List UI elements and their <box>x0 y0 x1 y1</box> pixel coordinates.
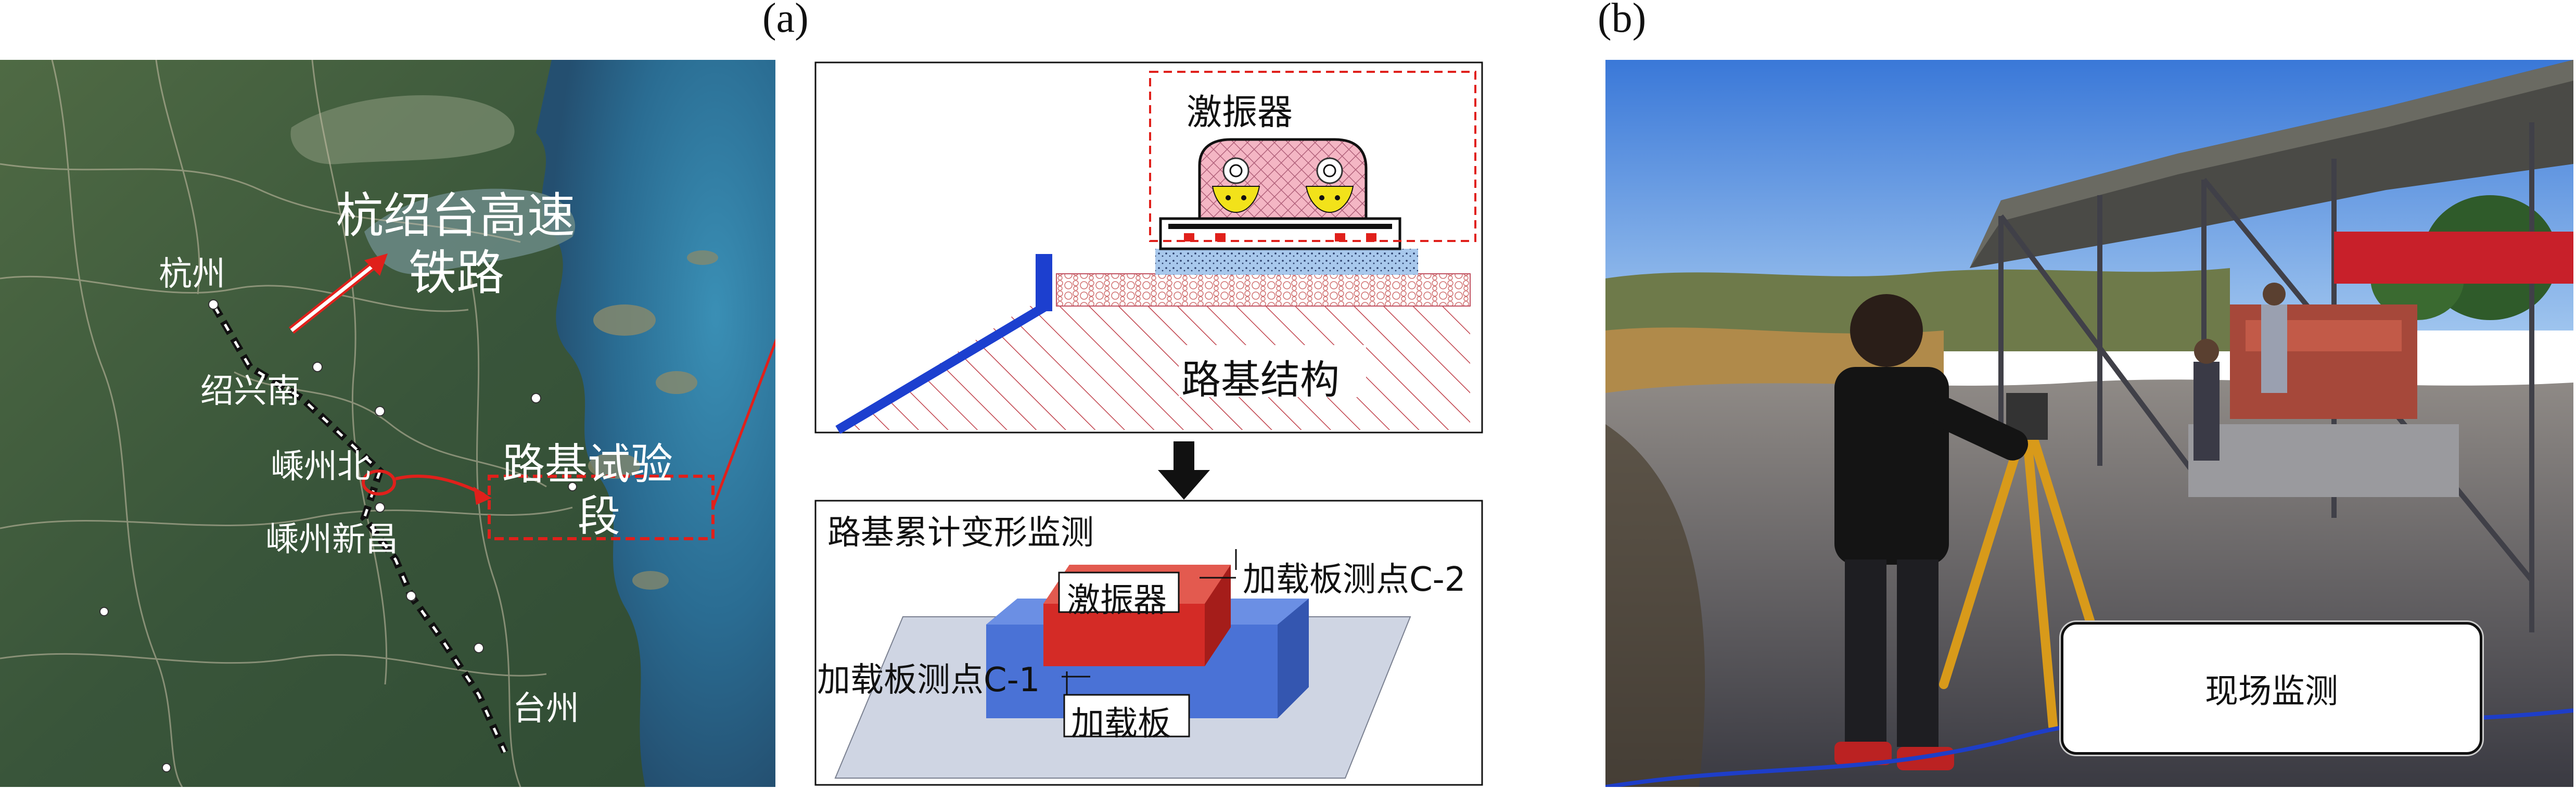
monitoring-exciter-box: 激振器 <box>1067 581 1167 620</box>
test-location-circle <box>362 469 396 495</box>
schematic-graphic <box>814 61 1483 434</box>
measure-point-c2: 加载板测点C-2 <box>1243 561 1466 599</box>
monitoring-diagram <box>814 500 1483 786</box>
monitoring-graphic <box>814 500 1483 786</box>
satellite-map <box>0 60 775 787</box>
subgrade-schematic <box>814 61 1483 434</box>
photo-caption-box: 现场监测 <box>2061 622 2482 755</box>
station-shaoxingnan: 绍兴南 <box>200 372 300 411</box>
railway-pointer-arrow <box>289 253 388 334</box>
station-hangzhou: 杭州 <box>159 255 225 294</box>
station-shengzhouxinchang: 嵊州新昌 <box>265 520 399 559</box>
panel-label-b: (b) <box>1598 0 1647 41</box>
railway-title-line2: 铁路 <box>409 245 505 301</box>
railway-title-line1: 杭绍台高速 <box>336 188 576 244</box>
test-section-line2: 段 <box>578 492 621 541</box>
test-section-line1: 路基试验 <box>502 440 673 489</box>
station-taizhou: 台州 <box>513 690 579 728</box>
map-graphic <box>0 60 775 787</box>
monitoring-title: 路基累计变形监测 <box>827 514 1094 552</box>
measure-point-c1: 加载板测点C-1 <box>817 661 1040 700</box>
subgrade-label: 路基结构 <box>1181 357 1340 403</box>
station-shengzhoubei: 嵊州北 <box>271 448 371 486</box>
monitoring-plate-box: 加载板 <box>1071 705 1171 743</box>
photo-caption: 现场监测 <box>2205 672 2338 711</box>
down-arrow <box>1158 441 1210 501</box>
panel-label-a: (a) <box>762 0 809 41</box>
exciter-label: 激振器 <box>1187 92 1293 133</box>
